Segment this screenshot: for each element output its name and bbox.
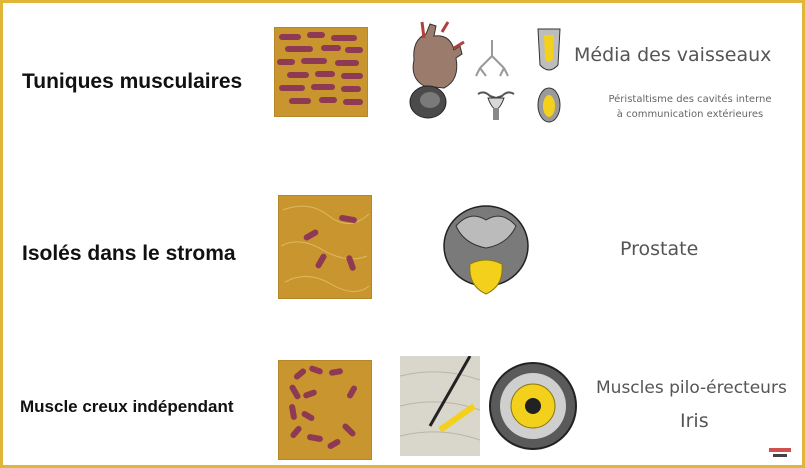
prostate-image <box>440 200 532 300</box>
stomach-image <box>536 86 562 124</box>
bronchi-image <box>472 38 512 78</box>
heart-vessels-image <box>404 20 466 120</box>
watermark-logo <box>769 448 791 458</box>
subnote-line-2: à communication extérieures <box>576 109 804 120</box>
smooth-muscle-layer-image <box>274 27 368 117</box>
row-label-isoles: Isolés dans le stroma <box>22 242 236 266</box>
scattered-fibers-image <box>278 195 372 299</box>
row-description-prostate: Prostate <box>620 238 698 260</box>
row-description-pilo: Muscles pilo-érecteurs <box>596 378 787 398</box>
iris-image <box>488 360 578 452</box>
row-label-tuniques: Tuniques musculaires <box>22 70 242 94</box>
row-description-iris: Iris <box>680 410 709 432</box>
uterus-image <box>474 86 518 122</box>
hair-follicle-image <box>400 356 480 456</box>
row-label-muscle-creux: Muscle creux indépendant <box>20 397 234 417</box>
row-description-media: Média des vaisseaux <box>574 44 771 66</box>
subnote-line-1: Péristaltisme des cavités interne <box>576 94 804 105</box>
clustered-fibers-image <box>278 360 372 460</box>
bladder-image <box>534 25 564 77</box>
